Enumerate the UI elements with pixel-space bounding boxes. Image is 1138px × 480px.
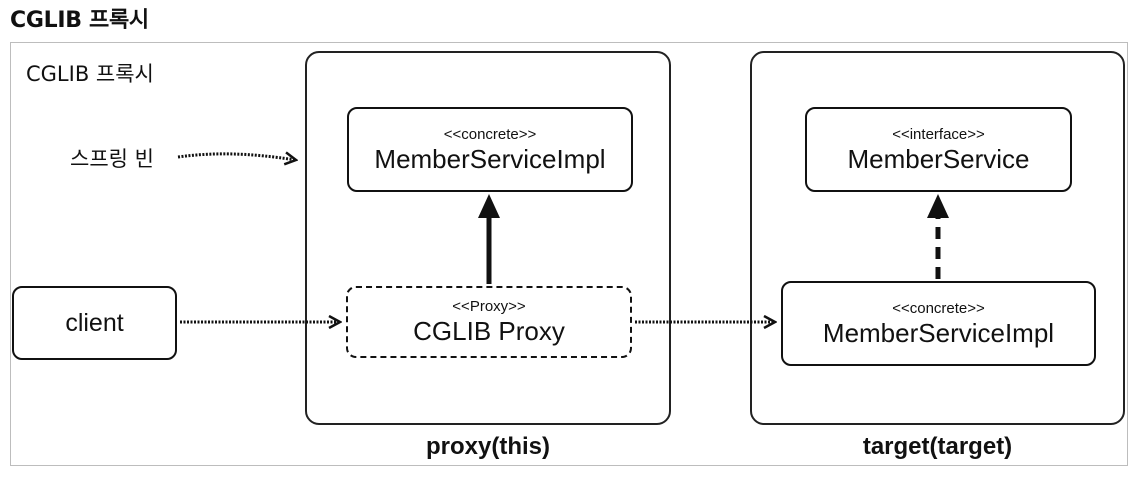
cglib-proxy-stereotype: <<Proxy>> bbox=[452, 298, 526, 315]
proxy-extends-head bbox=[478, 194, 500, 218]
spring-bean-label: 스프링 빈 bbox=[70, 147, 154, 171]
target-concrete-stereotype: <<concrete>> bbox=[892, 299, 985, 317]
proxy-concrete-box: <<concrete>> MemberServiceImpl bbox=[347, 107, 633, 192]
target-container-label: target(target) bbox=[862, 433, 1013, 460]
proxy-concrete-stereotype: <<concrete>> bbox=[443, 125, 537, 143]
target-concrete-name: MemberServiceImpl bbox=[822, 317, 1055, 348]
implements-head bbox=[927, 194, 949, 218]
frame-label: CGLIB 프록시 bbox=[26, 62, 154, 86]
cglib-proxy-name: CGLIB Proxy bbox=[413, 316, 565, 346]
bean-arrow bbox=[177, 154, 296, 160]
proxy-concrete-name: MemberServiceImpl bbox=[374, 143, 606, 174]
member-service-interface-box: <<interface>> MemberService bbox=[805, 107, 1072, 192]
target-concrete-box: <<concrete>> MemberServiceImpl bbox=[781, 281, 1096, 366]
page-title: CGLIB 프록시 bbox=[10, 8, 149, 33]
interface-name: MemberService bbox=[847, 143, 1030, 174]
client-name: client bbox=[65, 309, 124, 337]
interface-stereotype: <<interface>> bbox=[892, 125, 985, 143]
proxy-container-label: proxy(this) bbox=[425, 433, 550, 460]
client-box: client bbox=[12, 286, 177, 360]
cglib-proxy-box: <<Proxy>> CGLIB Proxy bbox=[346, 286, 632, 358]
